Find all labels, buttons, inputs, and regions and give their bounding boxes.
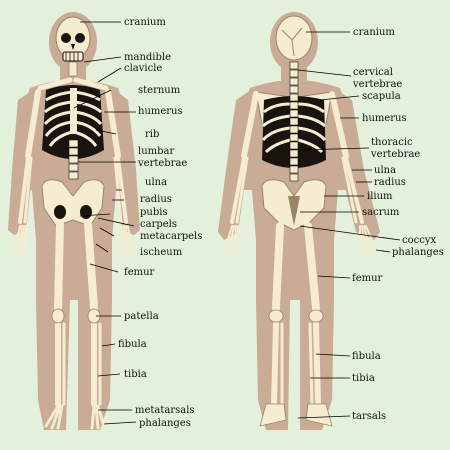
front-clavicles <box>37 77 109 91</box>
label-back-scapula: scapula <box>362 91 401 102</box>
leader-lines <box>73 21 401 425</box>
back-skeleton <box>218 12 380 430</box>
back-pelvis <box>261 179 327 231</box>
label-front-fibula: fibula <box>118 339 147 350</box>
label-back-ulna: ulna <box>374 165 397 176</box>
label-front-femur: femur <box>124 267 155 278</box>
label-front-patella: patella <box>124 311 159 322</box>
label-front-cranium: cranium <box>124 17 166 28</box>
label-back-cervical-vertebrae: vertebrae <box>353 79 403 90</box>
label-back-radius: radius <box>374 177 406 188</box>
label-back-humerus: humerus <box>362 113 407 124</box>
front-skull <box>55 16 91 77</box>
front-spine <box>68 139 79 180</box>
label-front-lumbar: lumbar <box>138 146 175 157</box>
front-skeleton <box>8 12 140 430</box>
label-front-carpels: carpels <box>140 219 177 230</box>
back-hands <box>223 225 377 257</box>
label-front-sternum: sternum <box>138 85 181 96</box>
label-back-cranium: cranium <box>353 27 395 38</box>
front-hands <box>13 225 133 257</box>
back-skull <box>275 15 313 61</box>
label-front-radius: radius <box>140 194 172 205</box>
label-front-clavicle: clavicle <box>124 63 163 74</box>
label-back-femur: femur <box>352 273 383 284</box>
front-feet <box>44 404 106 430</box>
back-spine <box>289 61 299 182</box>
label-front-phalanges: phalanges <box>139 418 191 429</box>
front-legs <box>54 220 102 407</box>
label-back-tarsals: tarsals <box>352 411 387 422</box>
front-patellae <box>51 308 101 324</box>
label-back-cervical: cervical <box>353 67 393 78</box>
label-back-thoracic-vertebrae: vertebrae <box>371 149 421 160</box>
label-front-pubis: pubis <box>140 207 168 218</box>
back-legs <box>271 222 321 407</box>
back-knees <box>268 309 324 323</box>
front-ribcage <box>42 85 104 159</box>
label-front-ischeum: ischeum <box>140 247 183 258</box>
label-front-metatarsals: metatarsals <box>135 405 195 416</box>
label-front-vertebrae: vertebrae <box>138 158 188 169</box>
back-arms <box>230 91 364 224</box>
label-back-coccyx: coccyx <box>402 235 437 246</box>
back-feet <box>259 403 333 427</box>
label-front-metacarpels: metacarpels <box>140 231 203 242</box>
label-back-tibia: tibia <box>352 373 375 384</box>
label-front-ulna: ulna <box>145 177 168 188</box>
label-back-ilium: ilium <box>367 191 393 202</box>
label-back-thoracic: thoracic <box>371 137 413 148</box>
label-front-tibia: tibia <box>124 369 147 380</box>
label-front-humerus: humerus <box>138 106 183 117</box>
label-front-mandible: mandible <box>124 52 172 63</box>
front-pelvis <box>41 179 105 227</box>
label-front-rib: rib <box>145 129 160 140</box>
label-back-phalanges: phalanges <box>392 247 444 258</box>
label-back-fibula: fibula <box>352 351 381 362</box>
label-back-sacrum: sacrum <box>362 207 400 218</box>
